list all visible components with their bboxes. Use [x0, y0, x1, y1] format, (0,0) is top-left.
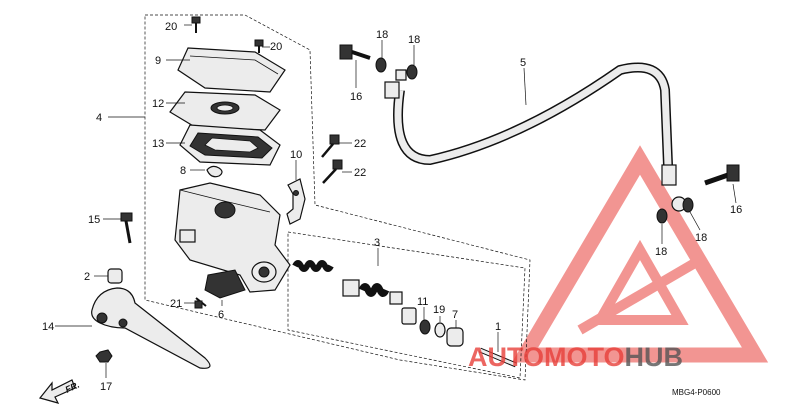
collar-2	[107, 268, 123, 284]
oil-bolt-16-right	[704, 164, 740, 186]
callout-15: 15	[88, 214, 100, 226]
callout-20-right: 20	[270, 41, 282, 53]
watermark-part-hub: HUB	[625, 342, 684, 372]
callout-11: 11	[417, 296, 428, 308]
callout-3: 3	[374, 237, 380, 249]
washer-18-right-lower	[682, 197, 694, 213]
callout-18-right-lower: 18	[655, 246, 667, 258]
callout-22-lower: 22	[354, 167, 366, 179]
front-direction-arrow	[38, 379, 76, 404]
bolt-22-upper	[321, 134, 340, 158]
float-8	[206, 165, 223, 178]
bracket-10	[286, 178, 306, 225]
callout-20-top: 20	[165, 21, 177, 33]
piston-3	[342, 279, 403, 305]
watermark-brand-text: AUTOMOTOHUB	[468, 342, 683, 372]
seal-11	[401, 307, 417, 325]
callout-2: 2	[84, 271, 90, 283]
direction-label: FR.	[64, 380, 81, 395]
reservoir-cap-9	[177, 47, 286, 93]
diagram-code: MBG4-P0600	[672, 388, 721, 397]
callout-18-top-right: 18	[408, 34, 420, 46]
bolt-22-lower	[322, 159, 343, 184]
callout-16-top: 16	[350, 91, 362, 103]
washer-18-top-right	[406, 64, 418, 80]
screw-20-top	[191, 16, 201, 33]
callout-16-right: 16	[730, 204, 742, 216]
callout-8: 8	[180, 165, 186, 177]
callout-4: 4	[96, 112, 102, 124]
callout-13: 13	[152, 138, 164, 150]
washer-19	[434, 322, 446, 338]
assembly-box-4	[144, 14, 531, 381]
boot-7	[446, 327, 464, 347]
oil-bolt-16-top	[339, 44, 371, 60]
callout-9: 9	[155, 55, 161, 67]
callout-6: 6	[218, 309, 224, 321]
callout-10: 10	[290, 149, 302, 161]
pivot-bolt-15	[120, 212, 133, 244]
callout-18-right-upper: 18	[695, 232, 707, 244]
master-cylinder-body-4	[174, 182, 291, 293]
diaphragm-13	[179, 124, 281, 166]
callout-7: 7	[452, 309, 458, 321]
circlip-19	[419, 319, 431, 335]
leader-lines	[55, 24, 737, 378]
nut-17	[95, 349, 113, 363]
watermark-triangle-logo	[511, 145, 769, 363]
diaphragm-plate-12	[169, 91, 281, 131]
callout-22-upper: 22	[354, 138, 366, 150]
callout-12: 12	[152, 98, 164, 110]
screw-21	[194, 297, 207, 309]
washer-18-right-upper	[656, 208, 668, 224]
callout-labels: 20 20 9 12 13 8 4 15 2 14 21 6 17 10 16 …	[42, 21, 742, 393]
callout-19: 19	[433, 304, 445, 316]
spring-3	[292, 260, 334, 272]
callout-17: 17	[100, 381, 112, 393]
watermark-part-auto: AUTO	[468, 342, 544, 372]
callout-1: 1	[495, 321, 501, 333]
callout-5: 5	[520, 57, 526, 69]
screw-20-right	[254, 39, 264, 53]
washer-18-top-left	[375, 57, 387, 73]
callout-18-top-left: 18	[376, 29, 388, 41]
callout-14: 14	[42, 321, 54, 333]
callout-21: 21	[170, 298, 182, 310]
clutch-switch-6	[204, 269, 246, 299]
watermark-part-moto: MOTO	[544, 342, 625, 372]
pushrod-1	[479, 347, 517, 368]
clutch-lever-14	[91, 287, 211, 369]
clutch-hose-5	[384, 62, 687, 212]
